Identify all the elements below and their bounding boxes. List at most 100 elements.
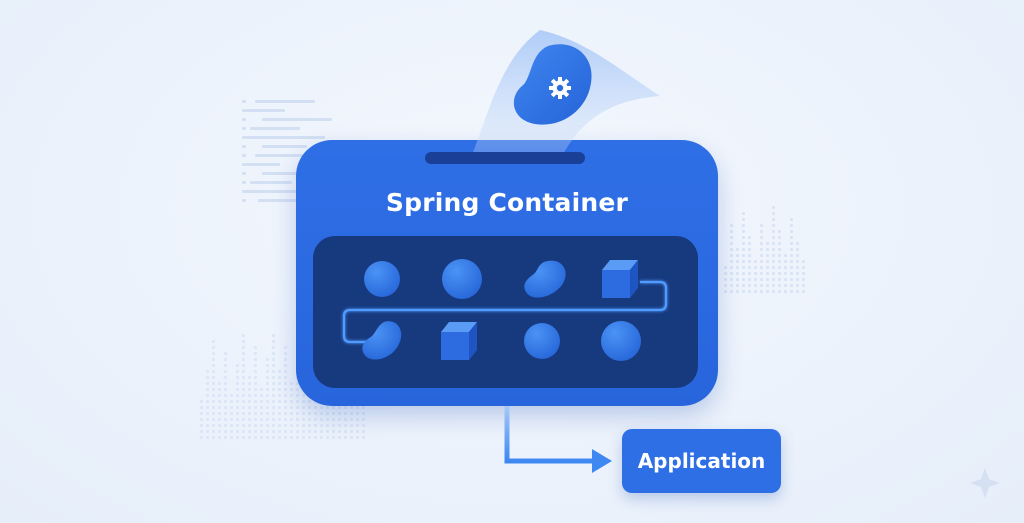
bar-dot — [356, 436, 359, 439]
bar-dot — [742, 212, 745, 215]
bar-dot — [772, 230, 775, 233]
bar-dot — [212, 340, 215, 343]
bar-dot — [218, 436, 221, 439]
bar-dot — [802, 260, 805, 263]
bar-dot — [272, 388, 275, 391]
bar-dot — [314, 406, 317, 409]
bar-dot — [344, 412, 347, 415]
bar-dot — [772, 242, 775, 245]
bar-dot — [296, 412, 299, 415]
bar-dot — [742, 218, 745, 221]
code-line-marker — [242, 145, 246, 148]
bar-dot — [224, 394, 227, 397]
bar-dot — [206, 436, 209, 439]
bar-dot — [242, 334, 245, 337]
bar-dot — [236, 400, 239, 403]
bar-dot — [314, 424, 317, 427]
bar-dot — [742, 254, 745, 257]
bar-dot — [266, 436, 269, 439]
bar-dot — [754, 260, 757, 263]
bar-dot — [332, 436, 335, 439]
bar-dot — [778, 290, 781, 293]
bar-dot — [350, 406, 353, 409]
bar-dot — [254, 346, 257, 349]
bar-dot — [350, 430, 353, 433]
bar-dot — [278, 412, 281, 415]
bar-dot — [338, 406, 341, 409]
bar-dot — [212, 346, 215, 349]
bar-dot — [212, 370, 215, 373]
bar-dot — [796, 272, 799, 275]
bar-dot — [766, 254, 769, 257]
bar-dot — [802, 266, 805, 269]
bar-dot — [254, 394, 257, 397]
bar-dot — [308, 412, 311, 415]
code-line — [262, 145, 307, 148]
bar-dot — [754, 272, 757, 275]
bar-dot — [272, 358, 275, 361]
bar-dot — [284, 388, 287, 391]
bar-dot — [802, 290, 805, 293]
bar-dot — [742, 248, 745, 251]
bar-dot — [338, 430, 341, 433]
bar-dot — [724, 278, 727, 281]
bar-dot — [272, 418, 275, 421]
bar-dot — [350, 418, 353, 421]
bar-dot — [778, 254, 781, 257]
bar-dot — [224, 400, 227, 403]
bar-dot — [254, 364, 257, 367]
bar-dot — [790, 260, 793, 263]
bar-dot — [760, 290, 763, 293]
bar-dot — [796, 254, 799, 257]
bar-dot — [308, 424, 311, 427]
code-line — [258, 199, 296, 202]
bar-dot — [260, 400, 263, 403]
bar-dot — [778, 230, 781, 233]
bar-dot — [790, 272, 793, 275]
bar-dot — [772, 272, 775, 275]
bar-dot — [796, 278, 799, 281]
bar-dot — [730, 266, 733, 269]
bar-dot — [236, 382, 239, 385]
bar-dot — [760, 242, 763, 245]
bar-dot — [266, 382, 269, 385]
bar-dot — [766, 278, 769, 281]
code-line-marker — [242, 100, 246, 103]
bar-dot — [742, 290, 745, 293]
bar-dot — [272, 424, 275, 427]
bar-dot — [766, 248, 769, 251]
bar-dot — [278, 430, 281, 433]
bar-dot — [308, 436, 311, 439]
bar-dot — [802, 278, 805, 281]
bar-dot — [242, 370, 245, 373]
bar-dot — [332, 406, 335, 409]
bar-dot — [272, 430, 275, 433]
bar-dot — [736, 248, 739, 251]
bar-dot — [796, 266, 799, 269]
bar-dot — [254, 400, 257, 403]
bar-dot — [730, 290, 733, 293]
bar-dot — [302, 394, 305, 397]
bean-sphere — [524, 323, 560, 359]
code-line-marker — [242, 118, 246, 121]
bar-dot — [302, 412, 305, 415]
bar-dot — [736, 272, 739, 275]
bar-dot — [302, 400, 305, 403]
bar-dot — [290, 418, 293, 421]
bar-dot — [730, 230, 733, 233]
bar-dot — [200, 436, 203, 439]
bar-dot — [742, 242, 745, 245]
bar-dot — [784, 284, 787, 287]
bar-dot — [320, 424, 323, 427]
bar-dot — [272, 400, 275, 403]
bar-dot — [290, 394, 293, 397]
bar-dot — [724, 272, 727, 275]
bar-dot — [350, 424, 353, 427]
bar-dot — [772, 278, 775, 281]
bar-dot — [296, 418, 299, 421]
code-line-marker — [242, 136, 246, 139]
bar-dot — [278, 382, 281, 385]
bar-dot — [230, 436, 233, 439]
bar-dot — [236, 376, 239, 379]
bar-dot — [290, 382, 293, 385]
